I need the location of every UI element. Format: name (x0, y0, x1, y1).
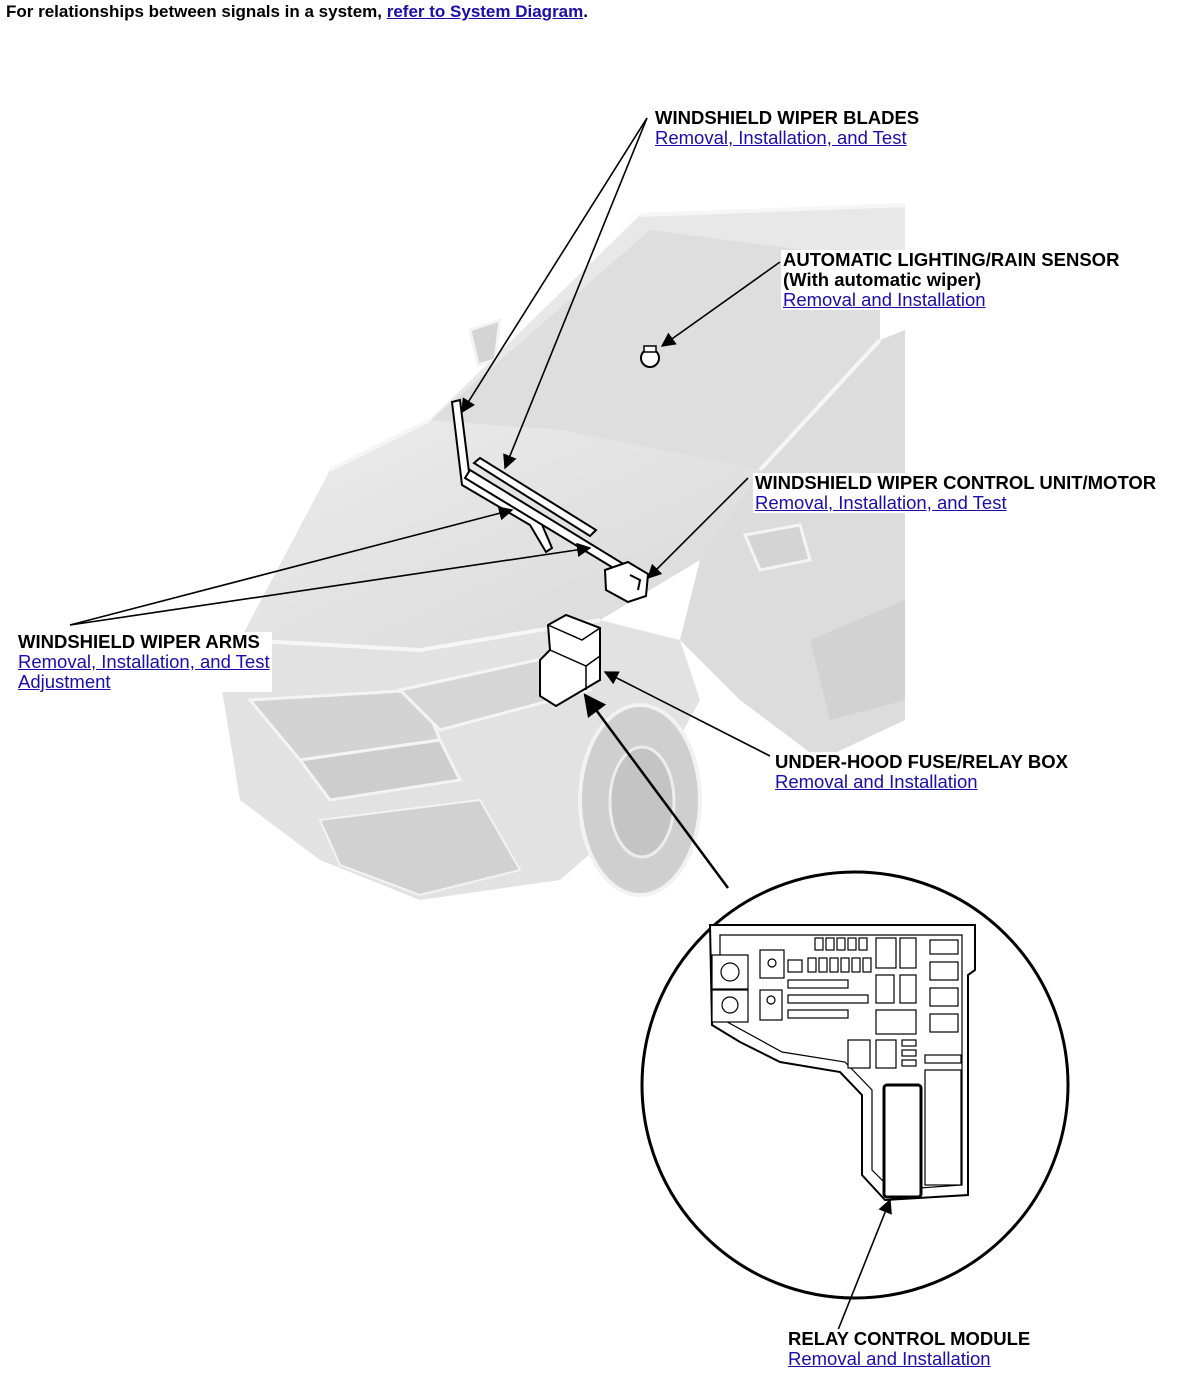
relay-module-title: RELAY CONTROL MODULE (788, 1328, 1031, 1349)
fuse-box-link-removal[interactable]: Removal and Installation (775, 771, 978, 792)
vehicle-bumper (318, 798, 522, 897)
vehicle-illustration (222, 203, 906, 900)
vehicle-mirror (742, 523, 812, 572)
vehicle-grille-bar (297, 738, 463, 802)
vehicle-front-wheel-hub (608, 745, 676, 859)
fuse-box-title: UNDER-HOOD FUSE/RELAY BOX (775, 751, 1068, 772)
rain-sensor-link-removal[interactable]: Removal and Installation (783, 289, 986, 310)
vehicle-body-lines (239, 203, 906, 653)
relay-control-module-shape (882, 1083, 923, 1199)
intro-text: For relationships between signals in a s… (6, 2, 387, 21)
vehicle-rear-arch (810, 600, 905, 720)
wiper-motor-link-removal[interactable]: Removal, Installation, and Test (755, 492, 1007, 513)
wiper-arms-title: WINDSHIELD WIPER ARMS (18, 631, 260, 652)
rain-sensor-title: AUTOMATIC LIGHTING/RAIN SENSOR (783, 249, 1120, 270)
relay-module-link-removal[interactable]: Removal and Installation (788, 1348, 991, 1369)
wiper-motor-shape (603, 560, 650, 604)
vehicle-hood (240, 420, 760, 650)
leader-lines (69, 117, 892, 1331)
intro-end: . (583, 2, 588, 21)
fuse-box-detail-inset (640, 870, 1070, 1300)
callout-wiper-blades: WINDSHIELD WIPER BLADES Removal, Install… (653, 107, 922, 148)
wiper-blades-link-removal[interactable]: Removal, Installation, and Test (655, 127, 907, 148)
callout-wiper-arms: WINDSHIELD WIPER ARMS Removal, Installat… (16, 632, 272, 692)
wiper-motor-title: WINDSHIELD WIPER CONTROL UNIT/MOTOR (755, 472, 1157, 493)
fuse-box-shape (539, 613, 601, 708)
system-diagram-link[interactable]: refer to System Diagram (386, 2, 584, 21)
wiper-arms-link-removal[interactable]: Removal, Installation, and Test (18, 651, 270, 672)
callout-rain-sensor: AUTOMATIC LIGHTING/RAIN SENSOR (With aut… (781, 249, 1122, 310)
rain-sensor-shape (640, 345, 660, 368)
wiper-blades-title: WINDSHIELD WIPER BLADES (655, 107, 920, 128)
rain-sensor-subtitle: (With automatic wiper) (783, 269, 982, 290)
wiper-arms-link-adjustment[interactable]: Adjustment (18, 671, 111, 692)
intro-line: For relationships between signals in a s… (6, 2, 588, 22)
callout-fuse-box: UNDER-HOOD FUSE/RELAY BOX Removal and In… (773, 752, 1070, 792)
callout-wiper-motor: WINDSHIELD WIPER CONTROL UNIT/MOTOR Remo… (753, 472, 1159, 513)
callout-relay-module: RELAY CONTROL MODULE Removal and Install… (786, 1328, 1033, 1369)
